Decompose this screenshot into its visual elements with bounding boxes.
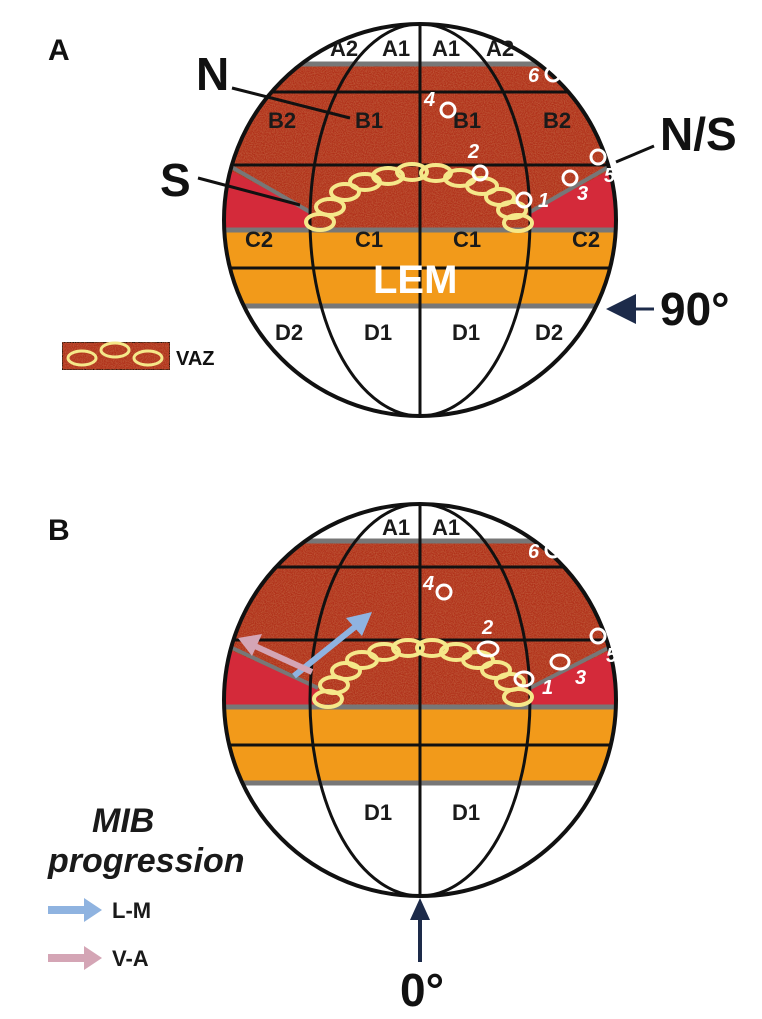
zone-b2-right: B2 xyxy=(543,108,571,133)
zone-d1-right: D1 xyxy=(452,320,480,345)
marker-b-2: 2 xyxy=(481,617,493,639)
legend-lm-label: L-M xyxy=(112,898,151,923)
marker-a-6: 6 xyxy=(528,65,540,87)
lm-arrow-head xyxy=(346,612,372,636)
zone-c1-right: C1 xyxy=(453,227,481,252)
zone-b1-left: B1 xyxy=(355,108,383,133)
red-wedge-right-b xyxy=(530,646,616,707)
panel-b-label: B xyxy=(48,514,70,547)
zone-c2-right: C2 xyxy=(572,227,600,252)
zone-a2-right: A2 xyxy=(486,36,514,61)
mib-legend: MIB progression L-M V-A xyxy=(47,802,244,971)
label-ns: N/S xyxy=(660,108,737,160)
markers-b xyxy=(435,541,607,688)
zone-b-a1-left: A1 xyxy=(382,515,410,540)
label-s: S xyxy=(160,154,191,206)
globe-a-bands xyxy=(224,24,616,416)
marker-a-5: 5 xyxy=(604,165,616,187)
zone-a2-left: A2 xyxy=(330,36,358,61)
zone-c2-left: C2 xyxy=(245,227,273,252)
panel-a-label: A xyxy=(48,34,70,67)
zone-b-a1-right: A1 xyxy=(432,515,460,540)
marker-a-1: 1 xyxy=(538,190,549,212)
panel-b: B xyxy=(47,502,618,1016)
marker-b-5: 5 xyxy=(606,645,618,667)
va-arrow-head xyxy=(238,634,262,656)
globe-b-bands xyxy=(224,504,616,896)
legend-va-arrow xyxy=(84,946,102,970)
zone-c1-left: C1 xyxy=(355,227,383,252)
zone-b-d1-left: D1 xyxy=(364,800,392,825)
arrow-0-head xyxy=(410,898,430,920)
label-0: 0° xyxy=(400,964,444,1016)
vaz-legend-label: VAZ xyxy=(176,348,215,370)
marker-b-6: 6 xyxy=(528,541,540,563)
zone-b1-right: B1 xyxy=(453,108,481,133)
zone-b-d1-right: D1 xyxy=(452,800,480,825)
zone-a1-right: A1 xyxy=(432,36,460,61)
vaz-legend: VAZ xyxy=(61,341,215,371)
zone-a1-left: A1 xyxy=(382,36,410,61)
marker-b-4: 4 xyxy=(422,573,434,595)
marker-a-4: 4 xyxy=(423,89,435,111)
globe-a-outline xyxy=(222,22,618,418)
vaz-chain-a xyxy=(304,162,534,233)
vaz-chain-b xyxy=(312,638,534,709)
pointer-s xyxy=(197,176,301,207)
marker-b-1: 1 xyxy=(542,677,553,699)
legend-lm-arrow xyxy=(84,898,102,922)
marker-a-3: 3 xyxy=(577,183,588,205)
panel-a: A xyxy=(48,22,737,418)
marker-b-3: 3 xyxy=(575,667,586,689)
mib-title-line2: progression xyxy=(47,842,244,880)
label-90: 90° xyxy=(660,283,730,335)
legend-va-label: V-A xyxy=(112,946,149,971)
zone-b2-left: B2 xyxy=(268,108,296,133)
red-wedge-left-b xyxy=(224,646,318,707)
pointer-n xyxy=(231,86,351,120)
red-wedge-right-a xyxy=(530,165,616,230)
globe-b-outline xyxy=(222,502,618,898)
markers-a xyxy=(439,65,607,209)
zone-d1-left: D1 xyxy=(364,320,392,345)
pointer-ns xyxy=(615,144,655,164)
lem-label: LEM xyxy=(373,258,457,302)
va-arrow-shaft xyxy=(244,639,314,675)
marker-a-2: 2 xyxy=(467,141,479,163)
red-wedge-left-a xyxy=(224,165,310,230)
zone-d2-right: D2 xyxy=(535,320,563,345)
label-n: N xyxy=(196,48,229,100)
mib-title-line1: MIB xyxy=(92,802,154,840)
zone-d2-left: D2 xyxy=(275,320,303,345)
